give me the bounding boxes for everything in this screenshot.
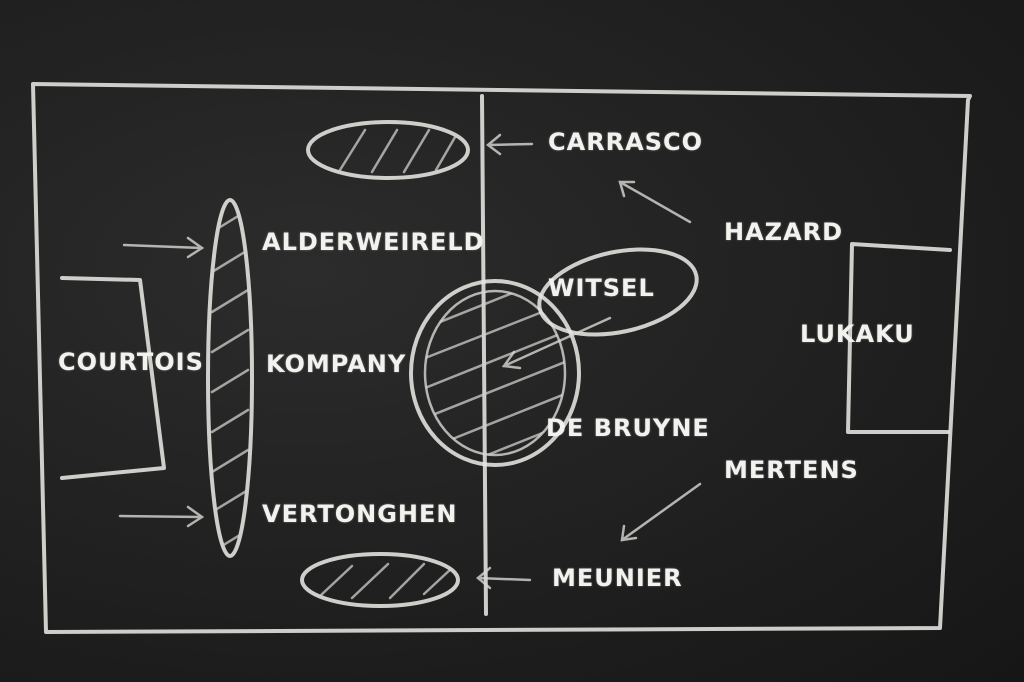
arrow-carrasco [485,133,534,156]
defensive-line-hatch [210,208,250,554]
player-lukaku: LUKAKU [800,320,915,348]
arrow-vertonghen [118,505,205,528]
player-kompany: KOMPANY [266,350,407,378]
halfway-line [480,94,488,616]
player-hazard: HAZARD [724,218,844,246]
center-circle [409,279,581,467]
player-courtois: COURTOIS [58,348,204,376]
center-zone [423,289,567,457]
arrow-alderweireld [122,236,205,259]
arrow-hazard [618,180,692,224]
carrasco-hatch [338,128,460,174]
arrow-mertens [620,482,702,542]
player-vertonghen: VERTONGHEN [262,500,458,528]
arrow-meunier [476,566,532,590]
player-de-bruyne: DE BRUYNE [546,414,710,442]
meunier-hatch [318,562,454,600]
player-meunier: MEUNIER [552,564,683,592]
player-carrasco: CARRASCO [548,128,704,156]
arrow-witsel-to-center [501,316,612,370]
meunier-zone [300,552,460,608]
player-mertens: MERTENS [724,456,859,484]
player-witsel: WITSEL [548,274,655,302]
player-alderweireld: ALDERWEIRELD [262,228,485,256]
left-goal-box [60,276,166,480]
pitch-outline [31,82,972,634]
carrasco-zone [306,120,470,180]
right-goal-box [846,242,952,434]
defensive-line-zone [206,198,254,558]
witsel-zone [537,247,699,337]
